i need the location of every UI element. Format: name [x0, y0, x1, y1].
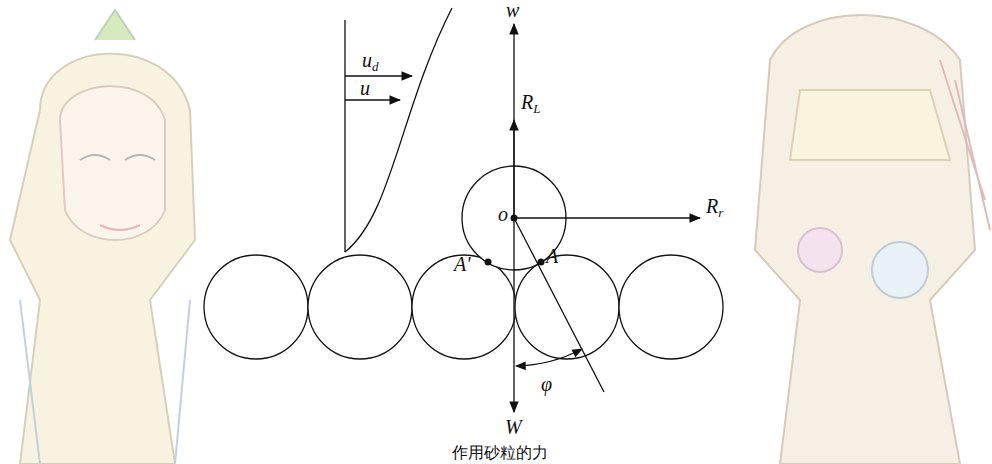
force-label: Rr [706, 196, 723, 219]
force-label: W [505, 417, 522, 437]
force-label: A' [454, 254, 471, 274]
force-label: w [506, 0, 519, 20]
force-label: A [546, 246, 558, 266]
force-label: φ [541, 374, 552, 394]
force-label: ud [362, 50, 379, 73]
force-label: o [498, 204, 508, 224]
force-label: u [360, 78, 370, 98]
figure-caption: 作用砂粒的力 [452, 445, 548, 461]
force-label: RL [521, 92, 540, 115]
